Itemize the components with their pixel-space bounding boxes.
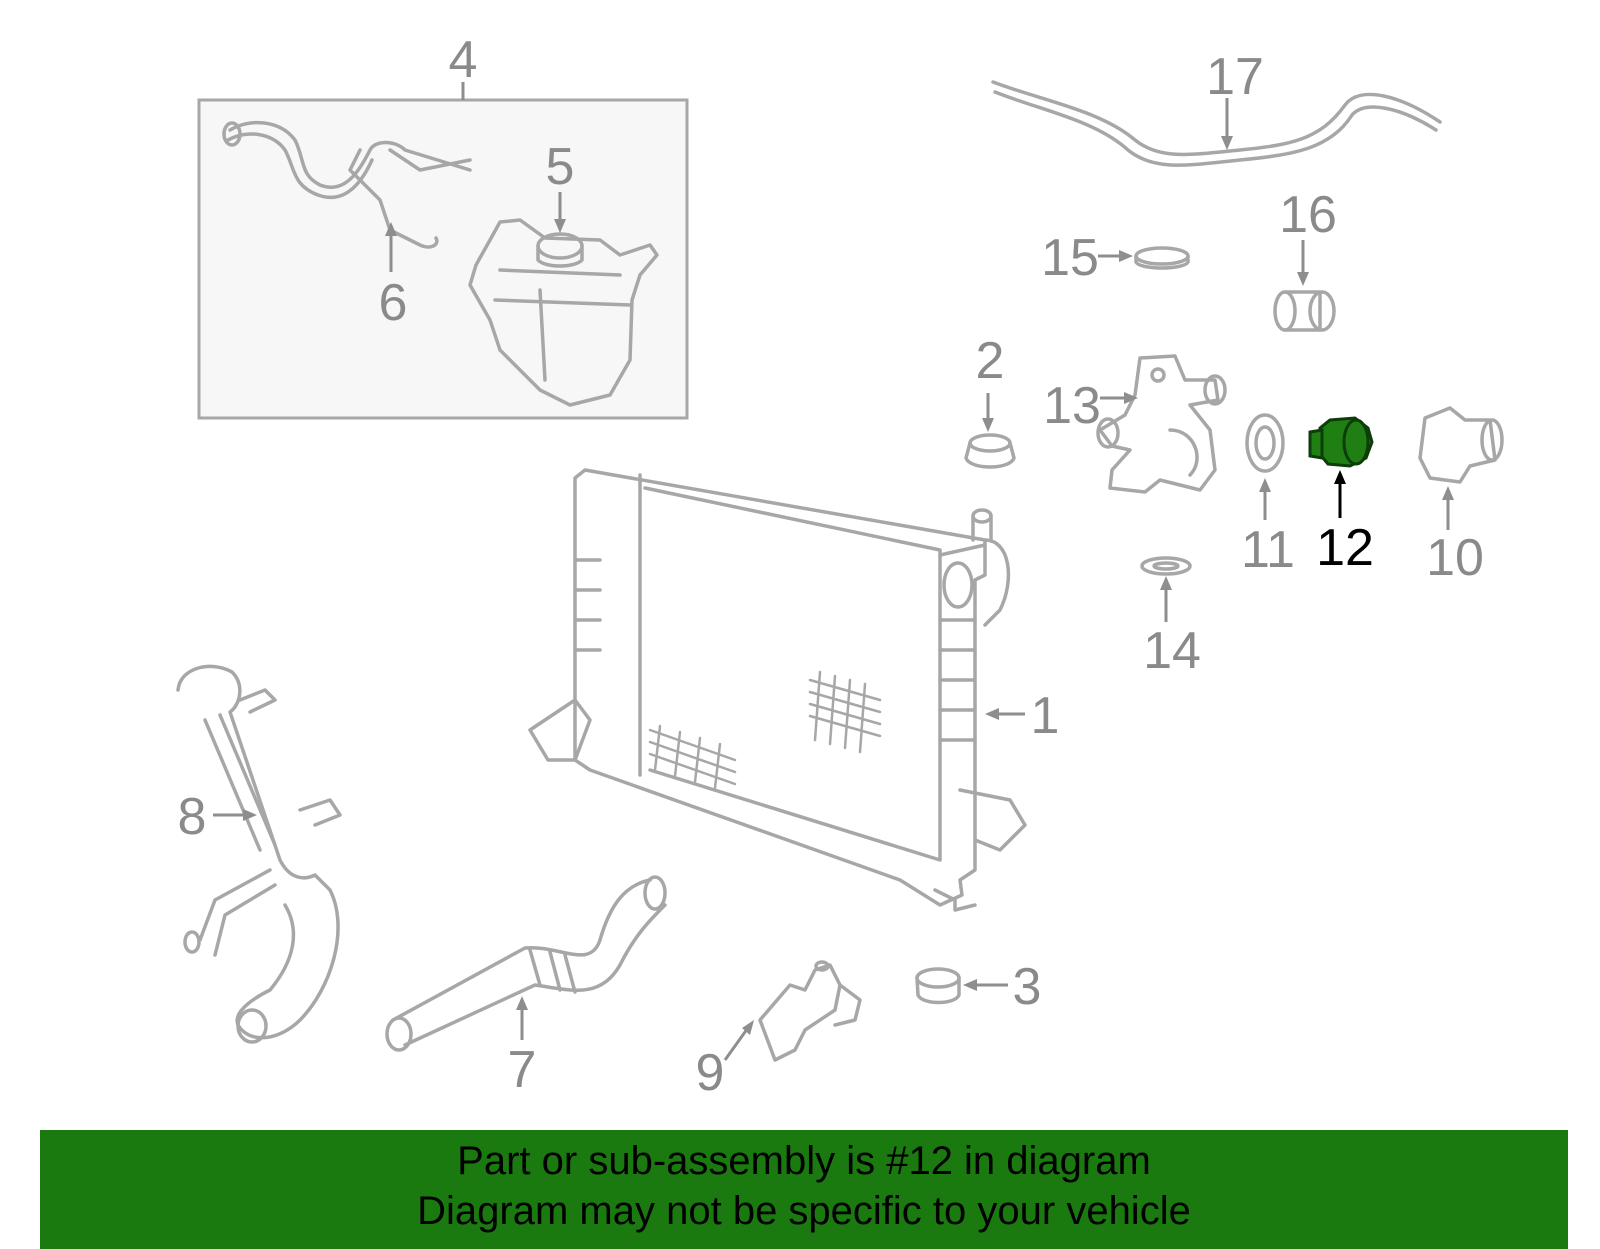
- part-11-gasket: 11: [1241, 413, 1295, 579]
- part-4-group: 4: [197, 31, 689, 420]
- callout-5: 5: [546, 138, 575, 196]
- callout-13: 13: [1043, 377, 1101, 435]
- part-12-thermostat: 12: [1308, 416, 1374, 577]
- callout-3: 3: [1013, 958, 1042, 1016]
- part-8-hose: 8: [176, 664, 342, 1044]
- callout-15: 15: [1041, 229, 1099, 287]
- callout-9: 9: [696, 1044, 725, 1102]
- part-1-radiator: 1: [528, 468, 1060, 912]
- callout-11: 11: [1241, 521, 1295, 579]
- info-banner: Part or sub-assembly is #12 in diagram D…: [40, 1130, 1568, 1249]
- part-10-outlet: 10: [1418, 406, 1504, 587]
- part-17-tube: 17: [991, 48, 1442, 167]
- part-2-grommet: 2: [964, 332, 1016, 469]
- callout-6: 6: [379, 274, 408, 332]
- callout-16: 16: [1279, 186, 1337, 244]
- callout-12: 12: [1316, 519, 1374, 577]
- part-6-hose: 6: [222, 120, 472, 332]
- part-13-housing: 13: [1043, 354, 1227, 494]
- part-3-grommet: 3: [915, 958, 1042, 1016]
- banner-line-1: Part or sub-assembly is #12 in diagram: [457, 1139, 1151, 1183]
- callout-10: 10: [1426, 529, 1484, 587]
- part-9-sensor: 9: [696, 960, 862, 1102]
- callout-7: 7: [508, 1041, 537, 1099]
- callout-2: 2: [976, 332, 1005, 390]
- part-16-sleeve: 16: [1273, 186, 1337, 332]
- part-15-ring: 15: [1041, 229, 1190, 287]
- callout-17: 17: [1206, 48, 1264, 106]
- part-14-oring: 14: [1140, 556, 1201, 680]
- callout-8: 8: [178, 788, 207, 846]
- part-5-reservoir: 5: [468, 138, 659, 407]
- banner-line-2: Diagram may not be specific to your vehi…: [417, 1189, 1191, 1233]
- callout-14: 14: [1143, 622, 1201, 680]
- part-7-hose: 7: [385, 875, 667, 1099]
- callout-1: 1: [1031, 687, 1060, 745]
- callout-4: 4: [449, 31, 478, 89]
